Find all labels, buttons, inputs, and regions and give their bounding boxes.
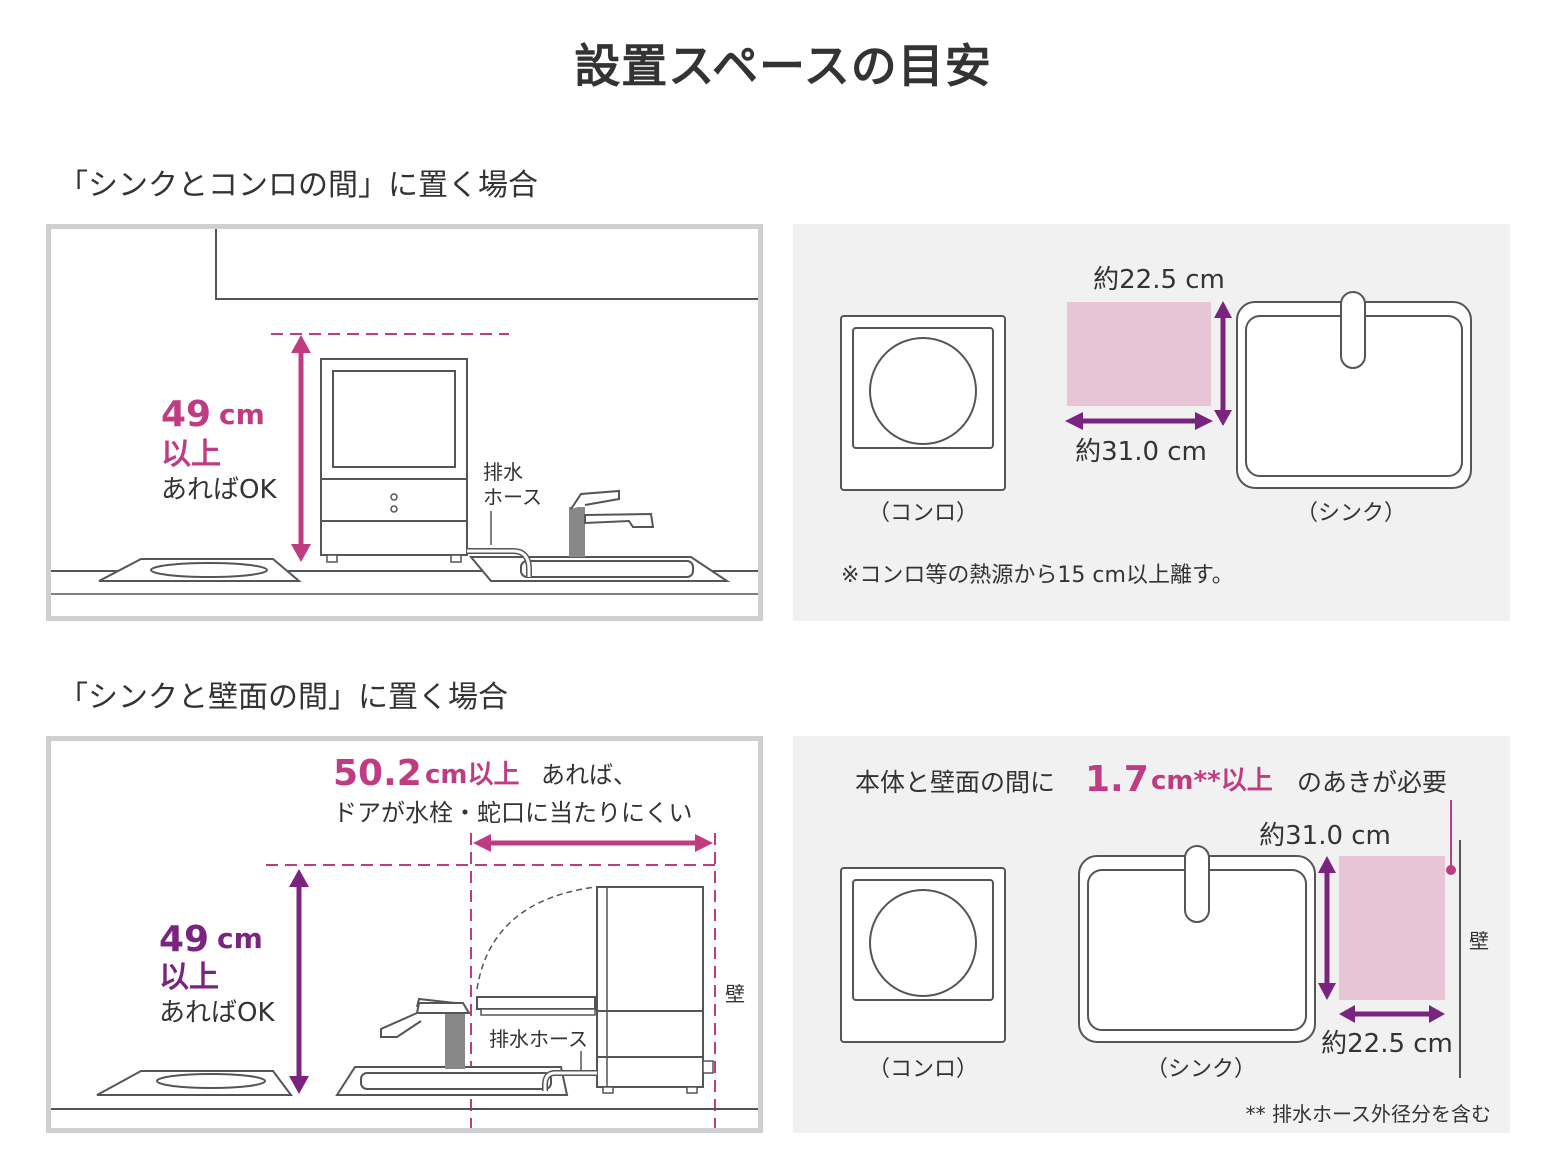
faucet-drawing	[380, 997, 471, 1069]
faucet-drawing	[569, 489, 655, 557]
gap-unit: cm**以上	[1151, 766, 1273, 796]
width-arrow	[1065, 412, 1213, 430]
hose-footnote: ** 排水ホース外径分を含む	[1246, 1102, 1491, 1126]
height-ok-text: あればOK	[161, 475, 277, 505]
open-door-drawing	[476, 996, 596, 1016]
height-ok-text: あればOK	[159, 998, 275, 1028]
section2-top-view-panel: 本体と壁面の間に 1.7 cm**以上 のあきが必要 （コンロ） （シンク） 約…	[793, 736, 1510, 1133]
sink-label: （シンク）	[1146, 1057, 1256, 1082]
section2-side-view-diagram: 50.2 cm以上 あれば、 ドアが水栓・蛇口に当たりにくい 49 cm 以上 …	[51, 753, 758, 1128]
distance-suffix: あれば、	[541, 761, 637, 789]
height-suffix: 以上	[161, 437, 221, 472]
section2-heading: 「シンクと壁面の間」に置く場合	[58, 680, 508, 715]
section1-side-view-panel: 49 cm 以上 あればOK 排水 ホース	[46, 224, 763, 621]
dishwasher-footprint	[1339, 856, 1445, 1000]
sink-drawing	[335, 1066, 569, 1096]
door-swing-arc	[476, 886, 596, 990]
hose-label: 排水ホース	[489, 1027, 588, 1051]
heat-source-note: ※コンロ等の熱源から15 cm以上離す。	[841, 563, 1234, 588]
sink-label: （シンク）	[1296, 501, 1406, 526]
section2-side-view-panel: 50.2 cm以上 あれば、 ドアが水栓・蛇口に当たりにくい 49 cm 以上 …	[46, 736, 763, 1133]
gap-prefix: 本体と壁面の間に	[855, 768, 1055, 797]
height-arrow	[291, 335, 311, 562]
sink-top-view	[1078, 845, 1316, 1043]
distance-note: ドアが水栓・蛇口に当たりにくい	[333, 799, 693, 827]
depth-label: 約22.5 cm	[1321, 1029, 1453, 1059]
distance-arrow	[473, 834, 713, 852]
section2-top-view-diagram: 本体と壁面の間に 1.7 cm**以上 のあきが必要 （コンロ） （シンク） 約…	[840, 759, 1491, 1126]
distance-value: 50.2	[333, 753, 422, 794]
hose-label-line2: ホース	[483, 485, 542, 509]
width-arrow	[1318, 856, 1336, 1000]
gap-suffix: のあきが必要	[1297, 768, 1447, 797]
upper-cabinet-line	[215, 229, 758, 300]
gap-value: 1.7	[1085, 759, 1149, 800]
distance-unit: cm以上	[425, 760, 520, 790]
height-suffix: 以上	[159, 960, 219, 995]
section1-top-view-panel: （コンロ） 約22.5 cm 約31.0 cm （シンク） ※コンロ等の熱源から…	[793, 224, 1510, 621]
height-arrow	[289, 869, 309, 1094]
hose-label-line1: 排水	[483, 460, 523, 484]
sink-top-view	[1236, 291, 1472, 489]
height-value: 49	[161, 394, 211, 435]
stove-drawing	[98, 558, 302, 582]
depth-arrow	[1339, 1005, 1445, 1023]
dishwasher-drawing	[596, 886, 714, 1094]
width-label: 約31.0 cm	[1259, 821, 1391, 851]
width-label: 約31.0 cm	[1075, 437, 1207, 467]
height-unit: cm	[217, 922, 263, 955]
height-unit: cm	[219, 398, 265, 431]
height-value: 49	[159, 919, 209, 960]
dishwasher-footprint	[1067, 302, 1211, 406]
section1-side-view-diagram: 49 cm 以上 あればOK 排水 ホース	[51, 229, 758, 595]
stove-label: （コンロ）	[868, 501, 978, 526]
depth-label: 約22.5 cm	[1093, 265, 1225, 295]
dishwasher-drawing	[320, 358, 468, 563]
depth-arrow	[1214, 301, 1232, 426]
stove-top-view	[840, 315, 1006, 491]
sink-drawing	[468, 556, 731, 582]
wall-label: 壁	[1469, 929, 1489, 953]
page-title: 設置スペースの目安	[574, 39, 992, 93]
section1-top-view-diagram: （コンロ） 約22.5 cm 約31.0 cm （シンク） ※コンロ等の熱源から…	[840, 265, 1472, 588]
stove-drawing	[96, 1070, 293, 1096]
wall-label: 壁	[725, 982, 745, 1006]
gap-marker-dot	[1446, 865, 1456, 875]
stove-label: （コンロ）	[868, 1057, 978, 1082]
section1-heading: 「シンクとコンロの間」に置く場合	[58, 168, 538, 203]
stove-top-view	[840, 867, 1006, 1043]
